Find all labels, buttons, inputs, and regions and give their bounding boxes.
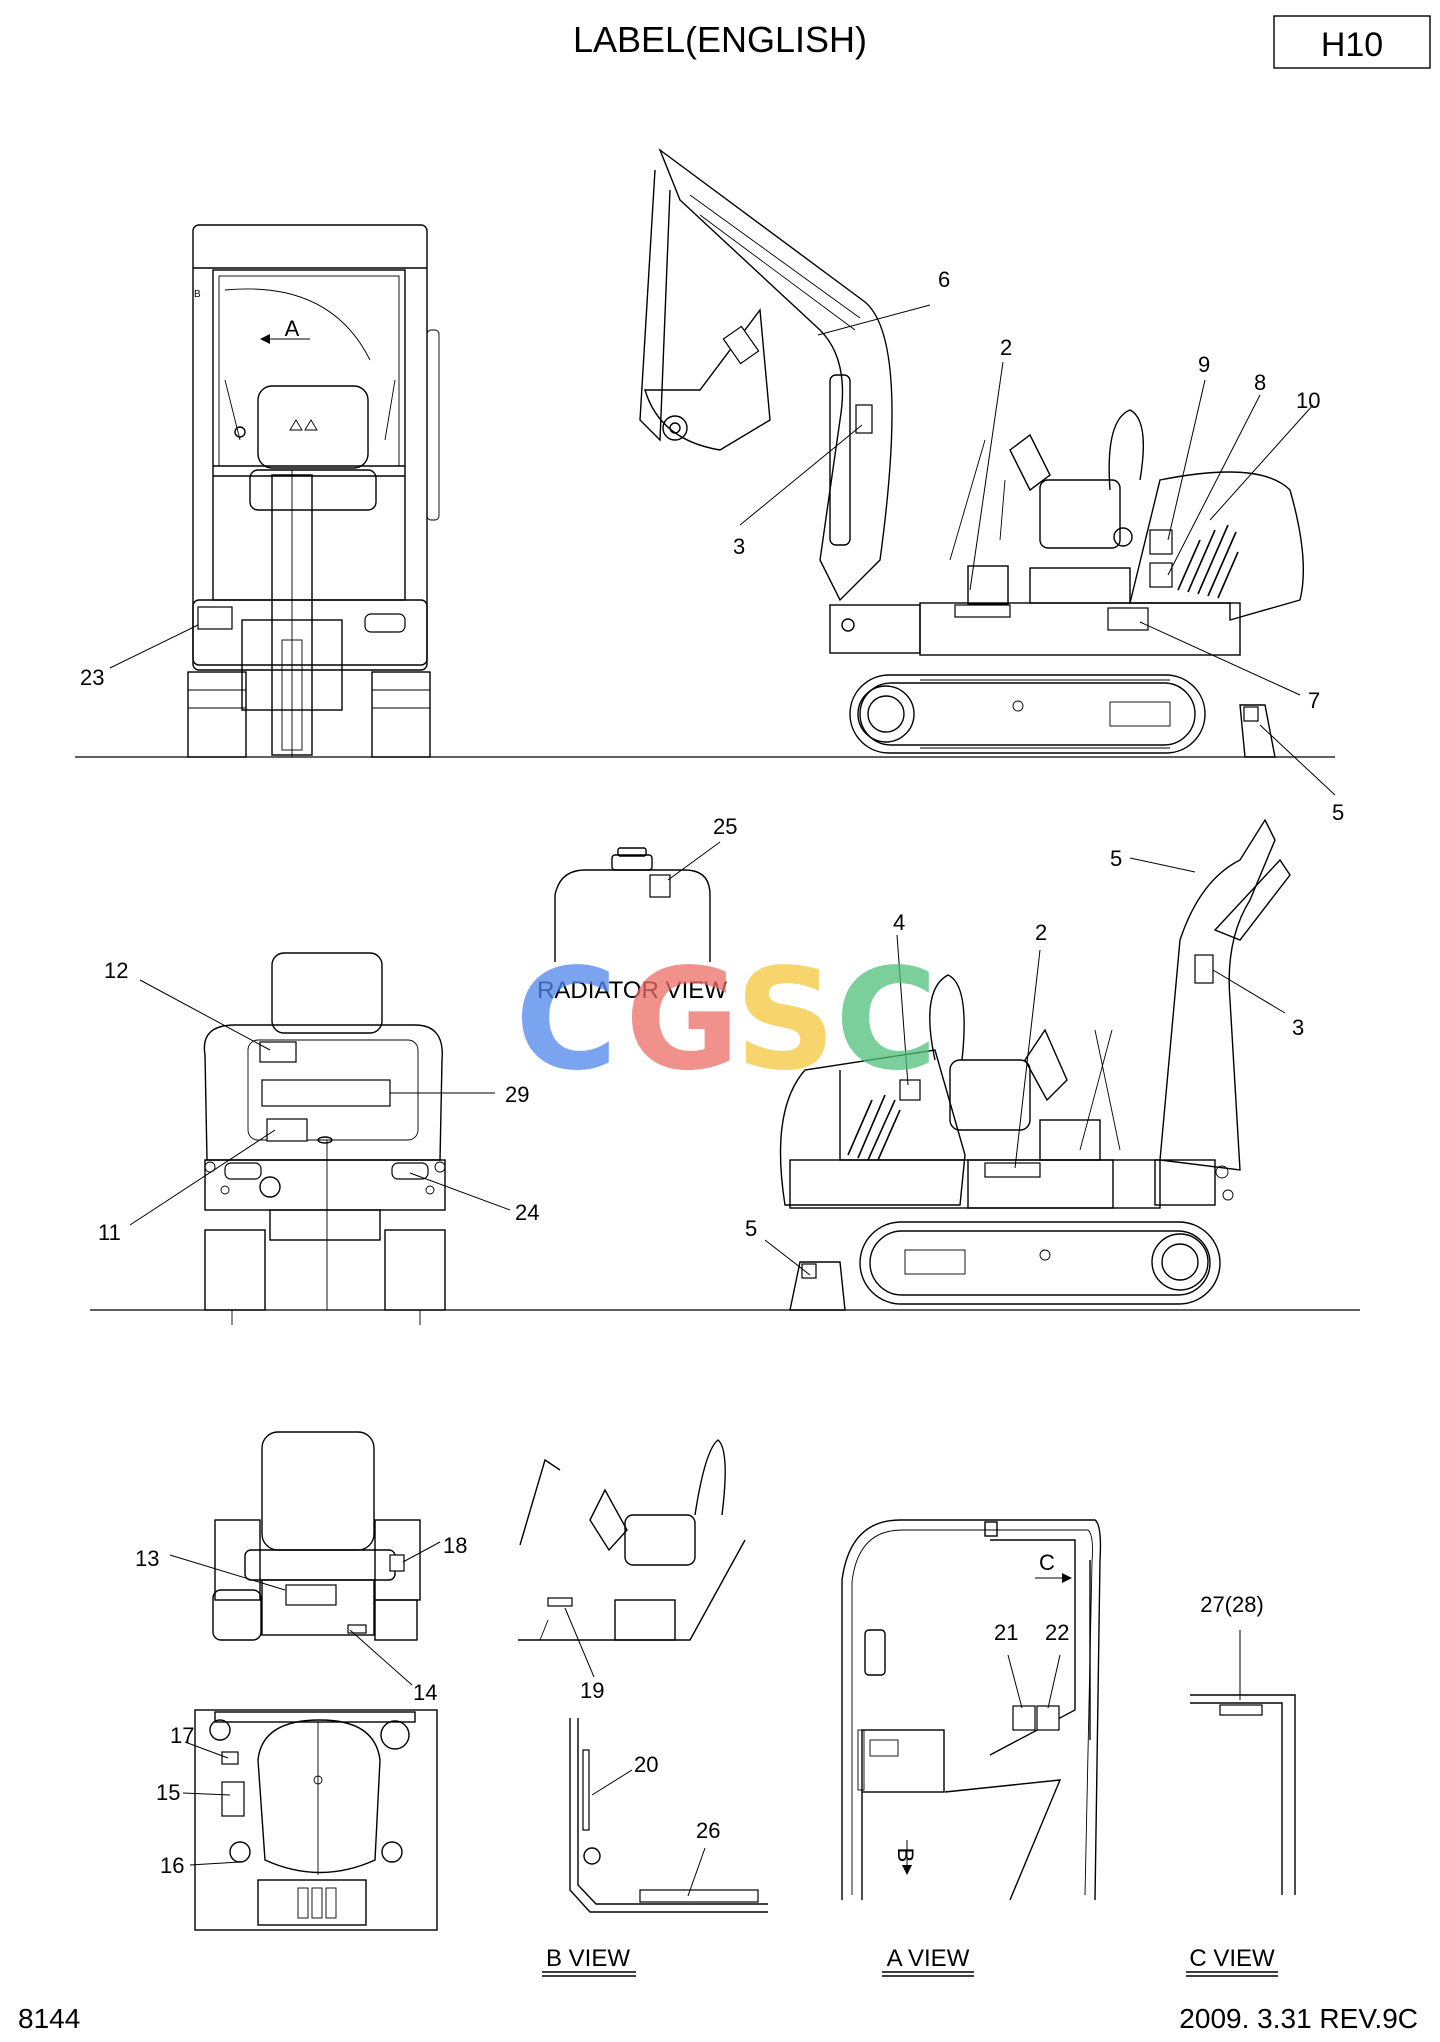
- svg-text:B: B: [194, 289, 201, 300]
- front-view-cab: B A: [75, 224, 1335, 758]
- label-2-plate: [954, 604, 1011, 618]
- label-4-plate: [899, 1079, 921, 1101]
- b-view: B VIEW: [518, 1439, 768, 1977]
- label-25-plate: [649, 874, 671, 898]
- callout-22: 22: [1045, 1620, 1069, 1645]
- callout-7: 7: [1308, 688, 1320, 713]
- label-12-plate: [259, 1041, 297, 1063]
- callout-5-bottom: 5: [745, 1216, 757, 1241]
- c-view: C VIEW: [1186, 1630, 1296, 1977]
- callout-27-28: 27(28): [1200, 1592, 1264, 1617]
- side-view-left: [764, 818, 1291, 1311]
- watermark-logo: C G S C: [515, 939, 938, 1102]
- callout-16: 16: [160, 1853, 184, 1878]
- callout-6: 6: [938, 267, 950, 292]
- callout-14: 14: [413, 1680, 437, 1705]
- side-view-right: [639, 147, 1336, 796]
- callout-15: 15: [156, 1780, 180, 1805]
- rear-view: [90, 952, 1360, 1325]
- radiator-view: RADIATOR VIEW: [537, 841, 727, 1004]
- callout-12: 12: [104, 958, 128, 983]
- label-13-plate: [285, 1584, 337, 1606]
- label-23-plate: [197, 606, 233, 630]
- label-7-plate: [1107, 607, 1149, 631]
- callout-9: 9: [1198, 352, 1210, 377]
- callout-13: 13: [135, 1546, 159, 1571]
- label-26-plate: [639, 1889, 759, 1903]
- label-2-plate-left: [984, 1162, 1041, 1178]
- callout-25: 25: [713, 814, 737, 839]
- callout-3-mid: 3: [1292, 1015, 1304, 1040]
- label-29-plate: [261, 1079, 391, 1107]
- label-15-plate: [221, 1781, 245, 1817]
- marker-c: C: [1039, 1550, 1055, 1575]
- callout-3-top: 3: [733, 534, 745, 559]
- label-20-plate: [582, 1749, 590, 1831]
- page-number: 8144: [18, 2003, 80, 2034]
- callout-29: 29: [505, 1082, 529, 1107]
- watermark-letter-s: S: [735, 939, 836, 1102]
- watermark-letter-c2: C: [835, 939, 938, 1102]
- sheet-code: H10: [1321, 26, 1383, 64]
- sheet-code-box: [1273, 15, 1431, 69]
- c-view-label: C VIEW: [1189, 1945, 1275, 1972]
- callout-20: 20: [634, 1752, 658, 1777]
- callout-2-mid: 2: [1035, 920, 1047, 945]
- label-17-plate: [221, 1751, 239, 1765]
- callout-2-top: 2: [1000, 335, 1012, 360]
- callout-21: 21: [994, 1620, 1018, 1645]
- b-view-label: B VIEW: [546, 1945, 630, 1972]
- label-11-plate: [266, 1118, 308, 1142]
- callout-26: 26: [696, 1818, 720, 1843]
- callout-5-top: 5: [1332, 800, 1344, 825]
- label-3-plate: [855, 404, 873, 434]
- revision-date: 2009. 3.31 REV.9C: [1179, 2003, 1418, 2034]
- label-9-plate: [1149, 529, 1173, 555]
- label-19-plate: [547, 1597, 573, 1607]
- callout-24: 24: [515, 1200, 539, 1225]
- callout-19: 19: [580, 1678, 604, 1703]
- callout-10: 10: [1296, 388, 1320, 413]
- callout-17: 17: [170, 1723, 194, 1748]
- callout-numbers: 6 2 9 8 10 3 7 5 23 25 5 4 2 3 12 29 11 …: [80, 267, 1344, 1878]
- diagram-title: LABEL(ENGLISH): [573, 19, 867, 60]
- label-22-plate: [1036, 1705, 1060, 1731]
- callout-8: 8: [1254, 370, 1266, 395]
- callout-4: 4: [893, 910, 905, 935]
- marker-b: B: [893, 1848, 918, 1863]
- label-27-plate: [1219, 1704, 1263, 1716]
- radiator-view-label: RADIATOR VIEW: [537, 977, 727, 1004]
- a-view-label: A VIEW: [887, 1945, 970, 1972]
- seat-detail-lower: [182, 1709, 438, 1931]
- a-view: C B A VIEW: [841, 1519, 1102, 1977]
- watermark-letter-g: G: [625, 939, 740, 1102]
- label-8-plate: [1149, 562, 1173, 588]
- label-18-plate: [389, 1554, 405, 1572]
- marker-a-cab: A: [285, 316, 300, 341]
- callout-18: 18: [443, 1533, 467, 1558]
- callout-23: 23: [80, 665, 104, 690]
- seat-detail-upper: [169, 1431, 441, 1686]
- callout-11: 11: [98, 1220, 121, 1245]
- label-3-plate-left: [1194, 954, 1214, 984]
- callout-5-mid: 5: [1110, 846, 1122, 871]
- label-14-plate: [347, 1624, 367, 1634]
- watermark-letter-c1: C: [515, 939, 618, 1102]
- label-21-plate: [1012, 1705, 1036, 1731]
